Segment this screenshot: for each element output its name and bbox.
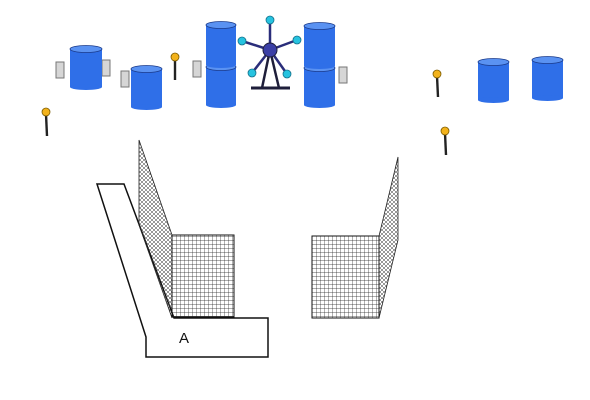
barrel-icon <box>69 45 103 90</box>
grey-block <box>55 61 65 79</box>
barrels <box>69 21 564 110</box>
flag-marker-icon <box>432 69 442 98</box>
star-stand-icon <box>237 15 302 90</box>
net-panel-icon <box>311 235 380 319</box>
flag-marker-icon <box>41 107 51 137</box>
grey-block <box>338 66 348 84</box>
flag-marker-icon <box>170 52 180 80</box>
zone-label: A <box>179 330 189 347</box>
net-panel-icon <box>378 156 399 319</box>
barrel-icon <box>205 21 237 68</box>
barrel-icon <box>477 58 510 103</box>
net-panel-icon <box>138 139 173 319</box>
barrel-icon <box>130 65 163 110</box>
barrel-icon <box>303 22 336 69</box>
grey-block <box>101 59 111 77</box>
barrel-icon <box>531 56 564 101</box>
grey-block <box>192 60 202 78</box>
net-panel-icon <box>171 234 235 318</box>
flag-marker-icon <box>440 126 450 156</box>
barrel-icon <box>303 64 336 108</box>
flag-markers <box>41 52 450 156</box>
barrel-icon <box>205 63 237 108</box>
grey-block <box>120 70 130 88</box>
